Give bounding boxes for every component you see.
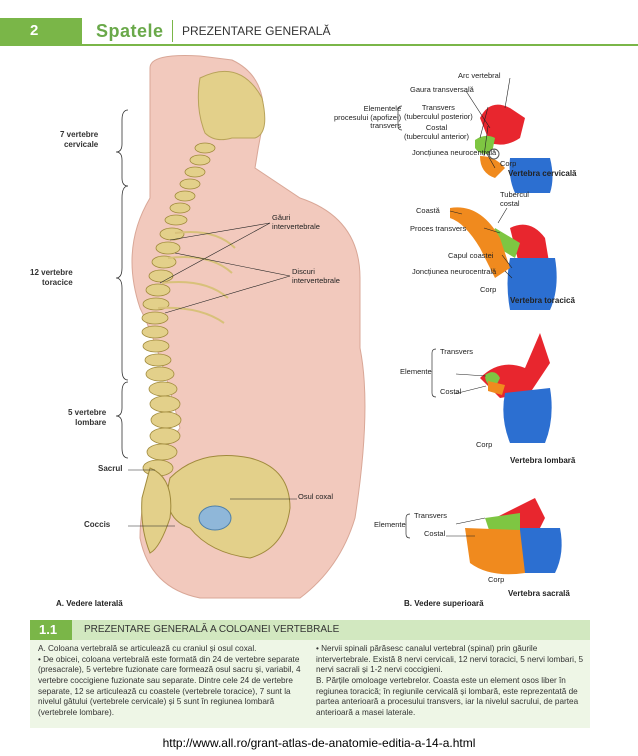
label-cervical: 7 vertebre cervicale	[60, 130, 99, 149]
header-divider	[172, 20, 173, 42]
label-lumbar-transverse: Transvers	[440, 347, 474, 356]
paragraph-nerves: • Nervii spinali părăsesc canalul verteb…	[316, 644, 584, 675]
label-sacral-elements: Elemente	[374, 520, 406, 529]
label-cervical-junction: Joncțiunea neurocentrală	[412, 148, 497, 157]
label-cervical-elements: Elementele procesului (apofizei) transve…	[334, 104, 402, 131]
label-sacral-transverse: Transvers	[414, 511, 448, 520]
sacral-vertebra	[465, 498, 562, 575]
description-box: A. Coloana vertebrală se articulează cu …	[30, 640, 590, 728]
chapter-title: PREZENTARE GENERALĂ	[182, 24, 331, 38]
cervical-vertebra	[475, 104, 553, 193]
label-rib-head: Capul coastei	[448, 251, 494, 260]
label-thoracic-body: Corp	[480, 285, 497, 294]
figure-number: 1.1	[39, 622, 58, 637]
page-number: 2	[30, 22, 39, 39]
paragraph-a: A. Coloana vertebrală se articulează cu …	[38, 644, 257, 653]
lumbar-vertebra	[480, 333, 552, 443]
figure-title-bar: 1.1 PREZENTARE GENERALĂ A COLOANEI VERTE…	[30, 620, 590, 640]
bracket-lumbar	[115, 381, 129, 459]
label-coccyx: Coccis	[84, 520, 111, 529]
spine-column	[141, 142, 216, 477]
label-lumbar-body: Corp	[476, 440, 493, 449]
figure-area: 7 vertebre cervicale 12 vertebre toracic…	[0, 48, 638, 613]
label-foramina: Găuri intervertebrale	[272, 213, 320, 231]
right-leader-lines	[446, 77, 513, 537]
title-sacral: Vertebra sacrală	[508, 589, 570, 598]
bracket-cervical	[115, 109, 129, 187]
page-header: 2 Spatele PREZENTARE GENERALĂ	[0, 0, 638, 46]
header-rule	[0, 44, 638, 46]
label-process: Proces transvers	[410, 224, 467, 233]
label-cervical-body: Corp	[500, 159, 517, 168]
label-sacral-body: Corp	[488, 575, 505, 584]
label-cervical-costal: Costal (tuberculul anterior)	[404, 123, 470, 141]
label-lumbar-costal: Costal	[440, 387, 462, 396]
pelvis-shape	[167, 455, 291, 559]
text-column-right: • Nervii spinali părăsesc canalul verteb…	[316, 644, 584, 719]
label-transverse-foramen: Gaura transversală	[410, 85, 474, 94]
hip-socket	[198, 505, 232, 531]
section-title: Spatele	[96, 21, 164, 41]
footer-link[interactable]: http://www.all.ro/grant-atlas-de-anatomi…	[162, 736, 476, 750]
label-lumbar-elements: Elemente	[400, 367, 432, 376]
label-sacral-costal: Costal	[424, 529, 446, 538]
caption-a: A. Vedere laterală	[56, 599, 123, 608]
title-thoracic: Vertebra toracică	[510, 296, 575, 305]
figure-number-box: 1.1	[30, 620, 72, 640]
label-lumbar: 5 vertebre lombare	[68, 408, 107, 427]
paragraph-a-bullet: • De obicei, coloana vertebrală este for…	[38, 654, 301, 717]
label-thoracic-junction: Joncțiunea neurocentrală	[412, 267, 497, 276]
label-rib: Coastă	[416, 206, 440, 215]
bracket-sacral-elements	[405, 513, 411, 539]
bracket-thoracic	[115, 185, 129, 381]
sacrum-shape	[141, 467, 172, 554]
label-arc: Arc vertebral	[458, 71, 501, 80]
section-box: Spatele	[82, 18, 172, 44]
anatomy-illustration	[115, 55, 562, 599]
leader-lines	[128, 222, 297, 527]
page-number-box: 2	[0, 18, 82, 44]
thoracic-vertebra	[450, 207, 557, 310]
caption-b: B. Vedere superioară	[404, 599, 484, 608]
title-lumbar: Vertebra lombară	[510, 456, 576, 465]
bracket-lumbar-elements	[431, 348, 437, 398]
title-cervical: Vertebra cervicală	[508, 169, 577, 178]
figure-title: PREZENTARE GENERALĂ A COLOANEI VERTEBRAL…	[84, 624, 340, 635]
label-hip: Osul coxal	[298, 492, 334, 501]
skull-shape	[197, 70, 266, 141]
paragraph-b: B. Părțile omoloage vertebrelor. Coasta …	[316, 675, 579, 717]
text-column-left: A. Coloana vertebrală se articulează cu …	[38, 644, 306, 719]
label-thoracic: 12 vertebre toracice	[30, 268, 73, 287]
label-sacrum: Sacrul	[98, 464, 123, 473]
label-cervical-transverse: Transvers (tuberculul posterior)	[404, 103, 473, 121]
bracket-cervical-elements	[397, 105, 403, 131]
label-discs: Discuri intervertebrale	[292, 267, 340, 285]
label-tubercle: Tubercul costal	[500, 190, 529, 208]
